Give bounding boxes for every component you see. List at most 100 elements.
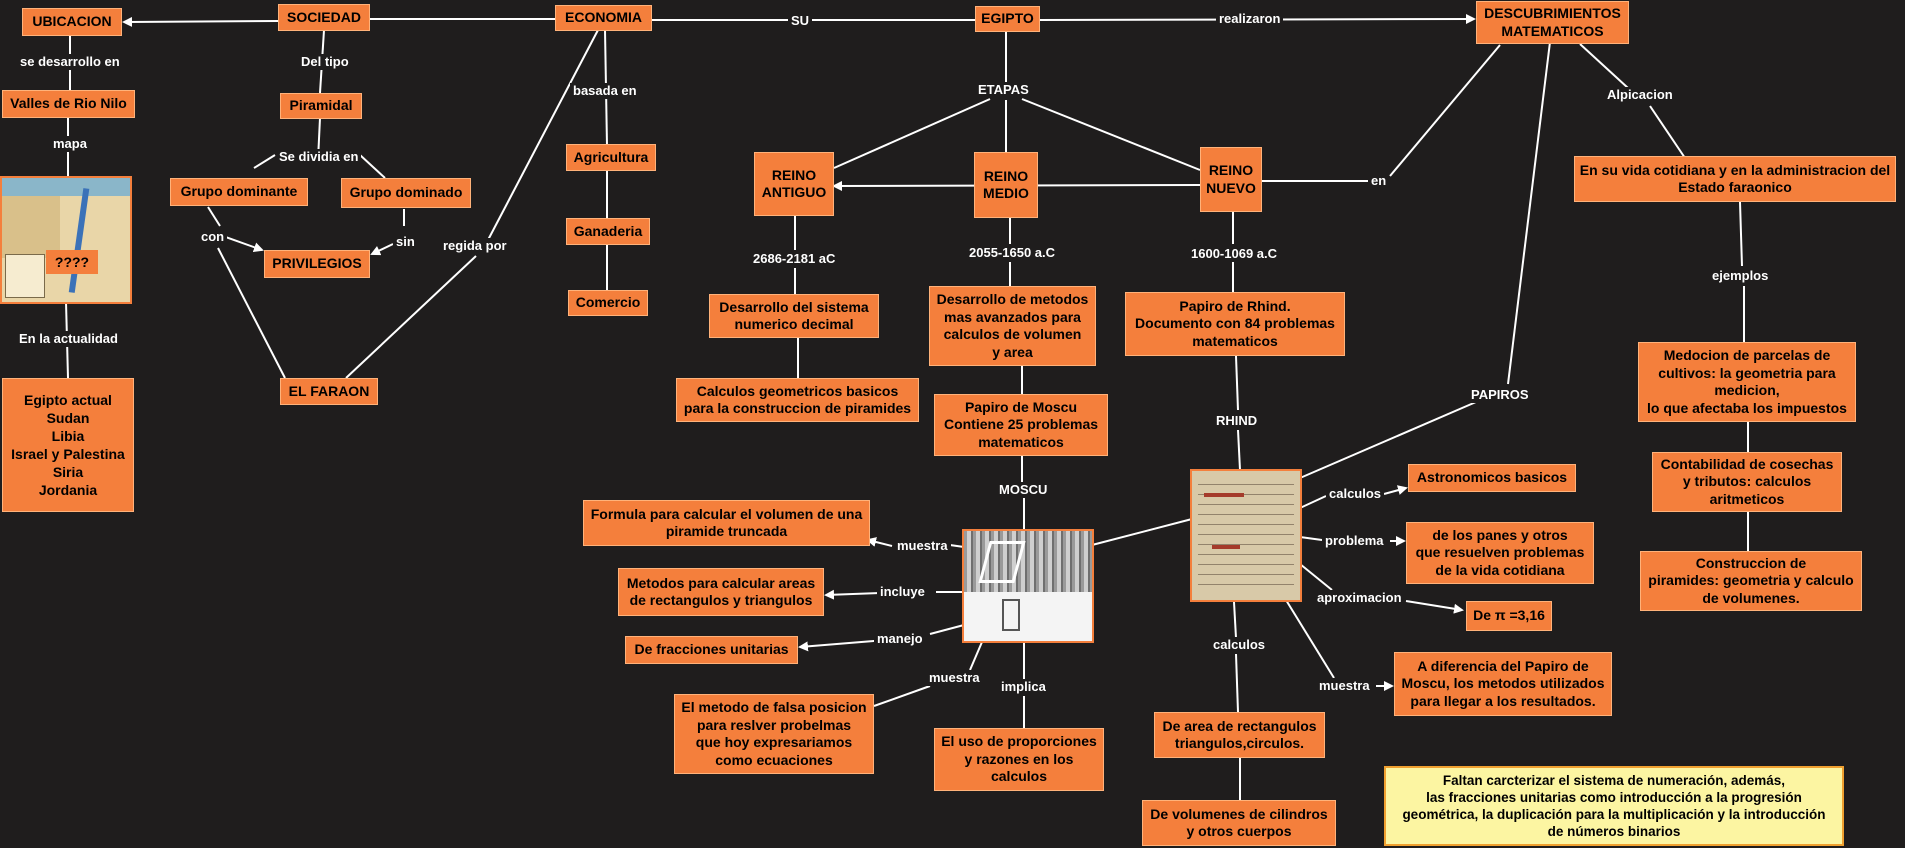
label-con: con — [198, 229, 228, 245]
label-fecha-nuevo: 1600-1069 a.C — [1188, 246, 1281, 262]
link-calculos2-area — [1235, 653, 1239, 713]
map-desert — [2, 196, 60, 258]
label-fecha-antiguo: 2686-2181 aC — [750, 251, 839, 267]
link-papyrus-calculos — [1299, 495, 1327, 509]
link-division-dominado — [359, 154, 386, 179]
node-volumenes-cilindros[interactable]: De volumenes de cilindros y otros cuerpo… — [1142, 800, 1336, 846]
link-tablet-muestra2 — [969, 641, 983, 671]
label-muestra-2: muestra — [926, 670, 983, 686]
node-area-rectangulos[interactable]: De area de rectangulos triangulos,circul… — [1154, 712, 1325, 758]
link-etapas-nuevo — [1021, 98, 1201, 171]
label-aproximacion: aproximacion — [1314, 590, 1405, 606]
label-se-dividia-en: Se dividia en — [276, 149, 362, 165]
node-papiro-rhind[interactable]: Papiro de Rhind. Documento con 84 proble… — [1125, 292, 1345, 356]
map-legend — [5, 254, 45, 298]
tablet-photo — [964, 531, 1092, 592]
note-pendiente: Faltan carcterizar el sistema de numerac… — [1384, 766, 1844, 846]
map-sea — [2, 178, 130, 196]
link-muestra2-falsa — [873, 685, 931, 707]
link-papiros-papyrus — [1299, 401, 1477, 479]
node-reino-antiguo[interactable]: REINO ANTIGUO — [754, 152, 834, 216]
egypt-map-image: ???? — [0, 176, 132, 304]
node-egipto-actual[interactable]: Egipto actual Sudan Libia Israel y Pales… — [2, 378, 134, 512]
label-su: SU — [788, 13, 813, 29]
label-muestra-1: muestra — [894, 538, 951, 554]
link-vida-ejemplos — [1739, 201, 1743, 267]
node-ubicacion[interactable]: UBICACION — [22, 8, 122, 36]
label-implica: implica — [998, 679, 1049, 695]
tablet-transcription — [964, 591, 1092, 641]
node-diferencia-moscu[interactable]: A diferencia del Papiro de Moscu, los me… — [1394, 652, 1612, 716]
rhind-papyrus-image — [1190, 469, 1302, 602]
node-sociedad[interactable]: SOCIEDAD — [278, 4, 370, 31]
link-sociedad-ubicacion — [122, 16, 279, 27]
node-proporciones[interactable]: El uso de proporciones y razones en los … — [934, 728, 1104, 791]
label-del-tipo: Del tipo — [298, 54, 352, 70]
moscow-papyrus-image — [962, 529, 1094, 643]
node-fracciones-unitarias[interactable]: De fracciones unitarias — [625, 636, 798, 664]
label-papiros: PAPIROS — [1468, 387, 1532, 403]
label-basada-en: basada en — [570, 83, 640, 99]
node-pi[interactable]: De π =3,16 — [1466, 601, 1552, 631]
label-problema: problema — [1322, 533, 1387, 549]
node-grupo-dominado[interactable]: Grupo dominado — [341, 178, 471, 208]
node-grupo-dominante[interactable]: Grupo dominante — [170, 178, 308, 206]
node-construccion-piramides[interactable]: Construccion de piramides: geometria y c… — [1640, 551, 1862, 611]
link-division-dominante — [253, 154, 276, 169]
node-egipto[interactable]: EGIPTO — [975, 6, 1040, 32]
map-nile-river — [68, 188, 90, 294]
papyrus-red-mark — [1204, 493, 1244, 497]
label-se-desarrollo-en: se desarrollo en — [17, 54, 123, 70]
link-tablet-papyrus — [1091, 518, 1193, 546]
node-falsa-posicion[interactable]: El metodo de falsa posicion para reslver… — [674, 694, 874, 774]
link-muestra-formula — [866, 537, 893, 547]
node-calculos-geometricos[interactable]: Calculos geometricos basicos para la con… — [676, 378, 919, 422]
node-piramidal[interactable]: Piramidal — [280, 93, 362, 119]
map-hidden-label: ???? — [46, 250, 98, 274]
node-papiro-moscu[interactable]: Papiro de Moscu Contiene 25 problemas ma… — [934, 394, 1108, 456]
node-contabilidad[interactable]: Contabilidad de cosechas y tributos: cal… — [1652, 452, 1842, 512]
link-sin-privilegios — [370, 243, 394, 256]
label-fecha-medio: 2055-1650 a.C — [966, 245, 1059, 261]
link-tablet-manejo — [929, 624, 965, 635]
link-alpicacion-vida — [1649, 105, 1686, 159]
link-papyrus-calculos2 — [1233, 601, 1237, 639]
link-descubrimientos-alpicacion — [1579, 43, 1629, 89]
node-ganaderia[interactable]: Ganaderia — [566, 218, 650, 245]
node-reino-medio[interactable]: REINO MEDIO — [974, 152, 1038, 218]
node-valles[interactable]: Valles de Rio Nilo — [2, 90, 135, 118]
node-economia[interactable]: ECONOMIA — [555, 5, 652, 31]
link-economia-regida — [487, 29, 599, 241]
node-medicion-parcelas[interactable]: Medocion de parcelas de cultivos: la geo… — [1638, 342, 1856, 422]
node-formula-volumen[interactable]: Formula para calcular el volumen de una … — [583, 500, 870, 546]
papyrus-red-mark-2 — [1212, 545, 1240, 549]
node-vida-cotidiana[interactable]: En su vida cotidiana y en la administrac… — [1574, 156, 1896, 202]
link-tablet-muestra — [949, 544, 965, 548]
node-agricultura[interactable]: Agricultura — [566, 144, 656, 171]
link-papyrus-muestra3 — [1285, 599, 1335, 679]
label-rhind: RHIND — [1213, 413, 1261, 429]
label-muestra-3: muestra — [1316, 678, 1373, 694]
label-mapa: mapa — [50, 136, 90, 152]
node-comercio[interactable]: Comercio — [568, 290, 648, 316]
node-desarrollo-decimal[interactable]: Desarrollo del sistema numerico decimal — [709, 294, 879, 338]
label-en: en — [1368, 173, 1390, 189]
label-calculos-2: calculos — [1210, 637, 1269, 653]
link-label-papyrus — [1237, 429, 1241, 471]
node-metodos-areas[interactable]: Metodos para calcular areas de rectangul… — [618, 568, 824, 616]
node-privilegios[interactable]: PRIVILEGIOS — [264, 250, 370, 278]
node-reino-nuevo[interactable]: REINO NUEVO — [1200, 147, 1262, 212]
node-el-faraon[interactable]: EL FARAON — [280, 378, 378, 405]
label-moscu: MOSCU — [996, 482, 1051, 498]
link-aproximacion-pi — [1405, 600, 1464, 614]
label-realizaron: realizaron — [1216, 11, 1284, 27]
node-desarrollo-metodos[interactable]: Desarrollo de metodos mas avanzados para… — [929, 286, 1096, 366]
link-en-descubrimientos — [1389, 44, 1501, 177]
node-panes[interactable]: de los panes y otros que resuelven probl… — [1406, 522, 1594, 584]
link-rhind-label — [1235, 355, 1239, 411]
label-alpicacion: Alpicacion — [1604, 87, 1676, 103]
node-descubrimientos[interactable]: DESCUBRIMIENTOS MATEMATICOS — [1476, 1, 1629, 44]
label-en-la-actualidad: En la actualidad — [16, 331, 121, 347]
node-astronomicos[interactable]: Astronomicos basicos — [1408, 464, 1576, 492]
